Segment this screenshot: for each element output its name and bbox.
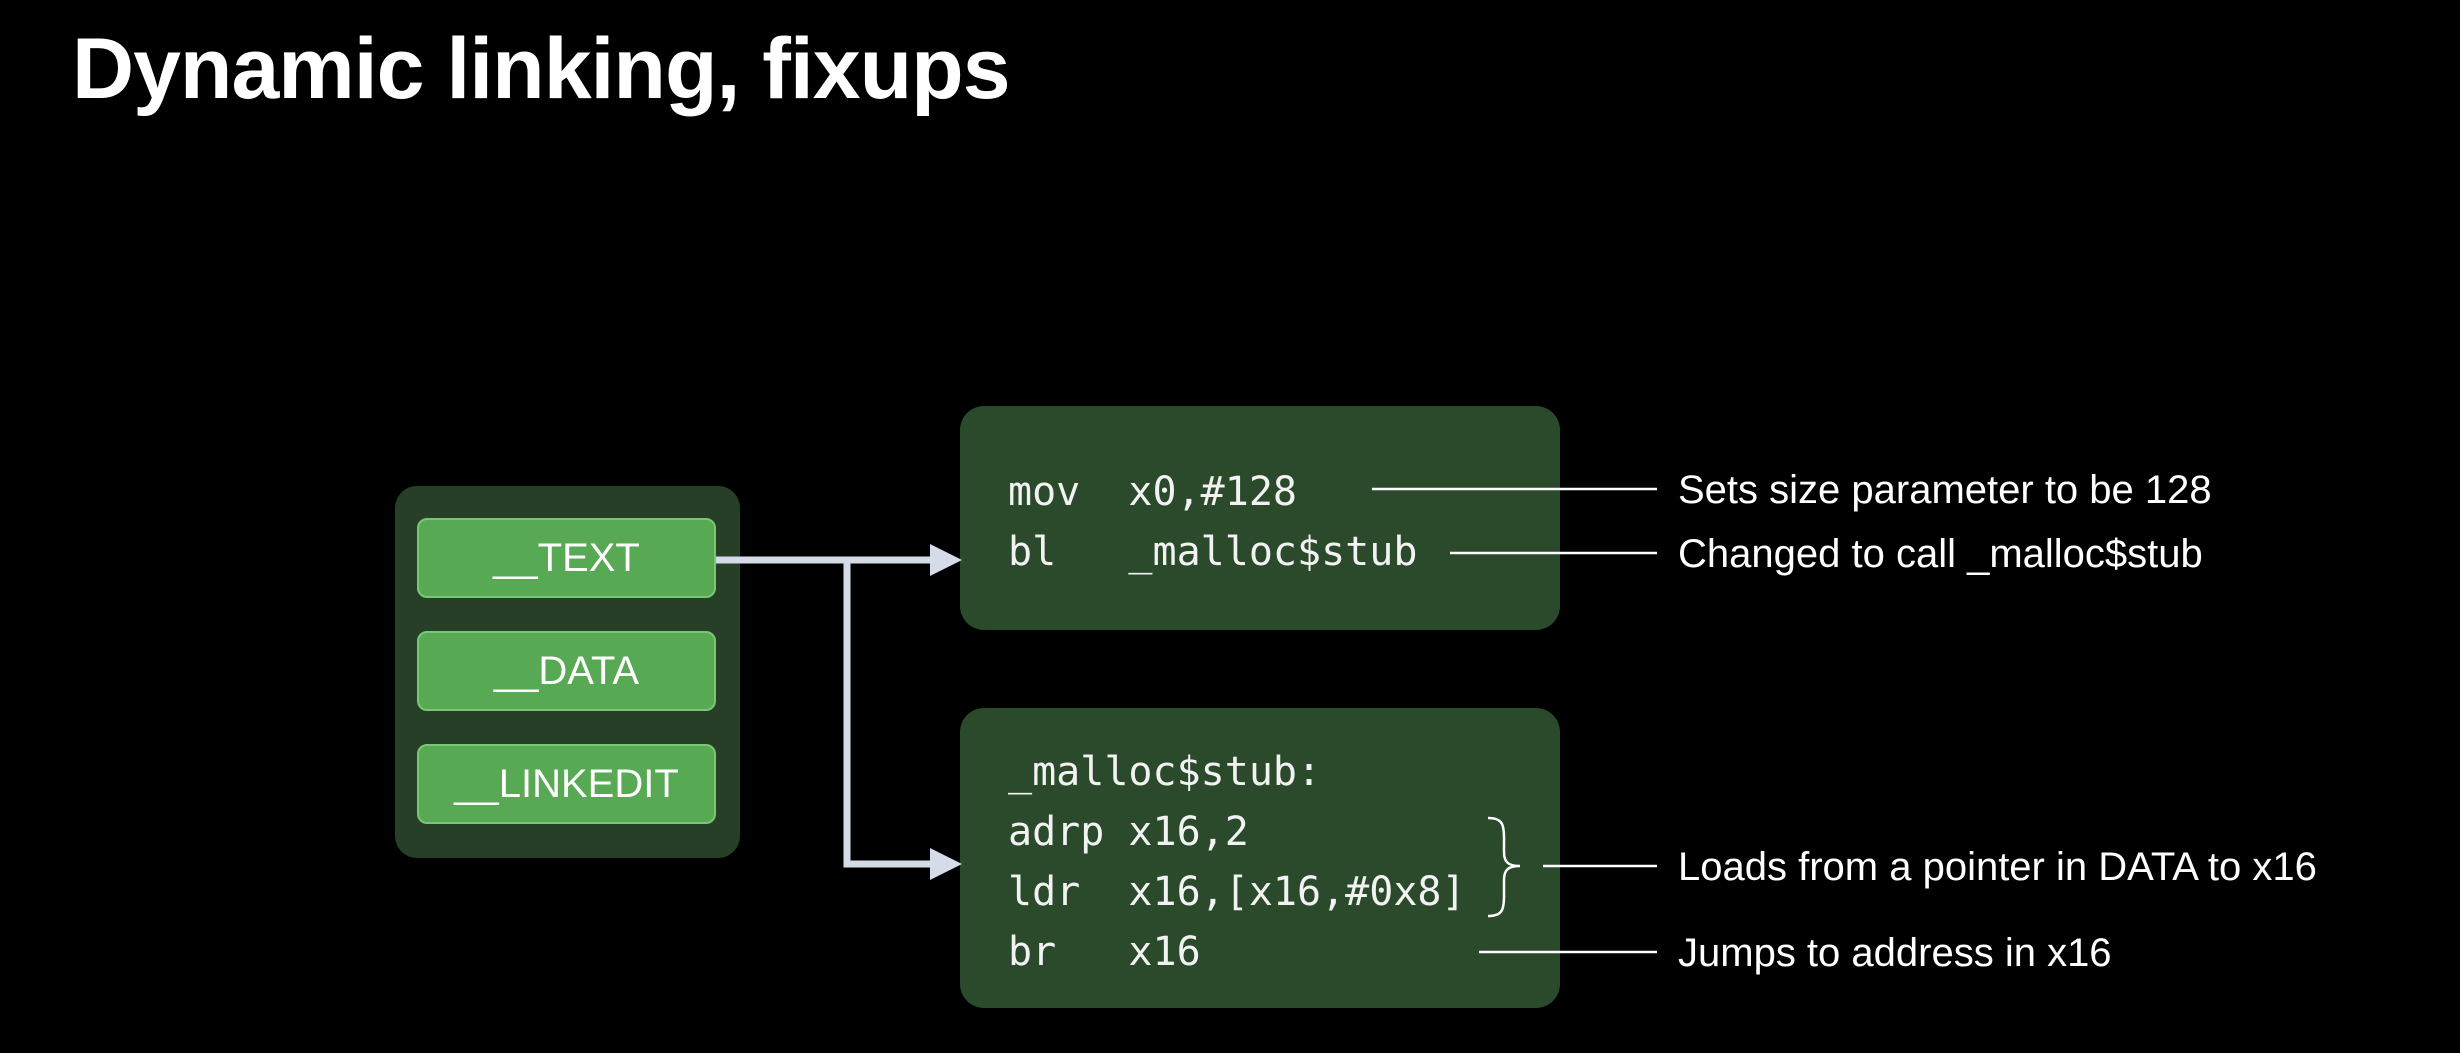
code-line-ldr: ldr x16,[x16,#0x8] (1008, 869, 1466, 915)
arrow-head-caller (930, 544, 962, 576)
code-line-br: br x16 (1008, 929, 1201, 975)
annotation-jump-address: Jumps to address in x16 (1678, 931, 2112, 975)
code-line-bl: bl _malloc$stub (1008, 529, 1418, 575)
segment-linkedit: __LINKEDIT (417, 744, 716, 824)
page-title: Dynamic linking, fixups (72, 21, 1011, 117)
arrow-head-stub (930, 848, 962, 880)
segment-text: __TEXT (417, 518, 716, 598)
macho-segments-group: __TEXT __DATA __LINKEDIT (395, 486, 740, 858)
stub-code-block: _malloc$stub: adrp x16,2 ldr x16,[x16,#0… (960, 708, 1560, 1008)
caller-code-block: mov x0,#128 bl _malloc$stub (960, 406, 1560, 630)
annotation-load-pointer: Loads from a pointer in DATA to x16 (1678, 845, 2317, 889)
arrow-line-to-stub (843, 560, 935, 868)
annotation-call-stub: Changed to call _malloc$stub (1678, 532, 2203, 576)
code-line-mov: mov x0,#128 (1008, 469, 1297, 515)
arrow-connectors (716, 556, 935, 868)
code-line-stub-label: _malloc$stub: (1008, 749, 1322, 795)
segment-data: __DATA (417, 631, 716, 711)
code-line-adrp: adrp x16,2 (1008, 809, 1249, 855)
curly-brace (1487, 816, 1521, 918)
annotation-size-parameter: Sets size parameter to be 128 (1678, 468, 2212, 512)
